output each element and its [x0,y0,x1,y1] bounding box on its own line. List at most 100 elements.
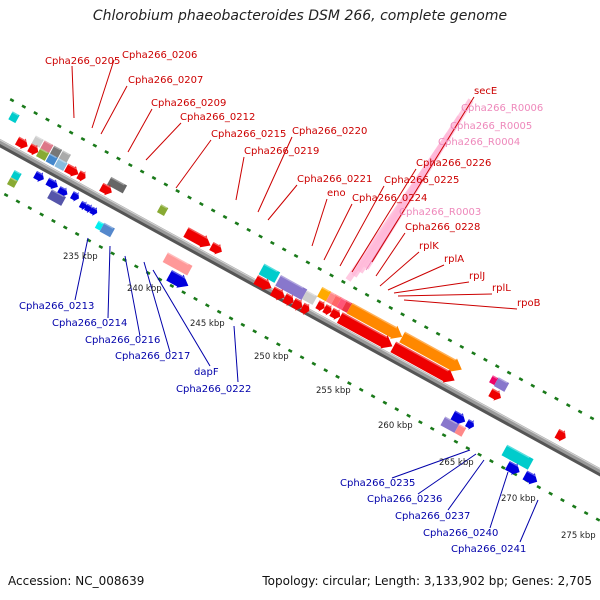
gene-feature [269,286,285,301]
callout-line [257,136,293,213]
gene-label[interactable]: Cpha266_0235 [340,478,415,489]
gene-feature [106,176,128,194]
gene-label[interactable]: Cpha266_0205 [45,56,120,67]
gene-feature [76,170,86,182]
gene-feature [64,163,79,177]
gene-label[interactable]: Cpha266_0240 [423,528,498,539]
tick-mark [506,370,512,375]
gene-feature-highlight [274,286,286,294]
gene-label[interactable]: Cpha266_0219 [244,146,319,157]
callout-line [175,139,212,189]
tick-mark [418,420,423,425]
tick-mark [175,188,181,194]
gene-label[interactable]: rplL [492,283,511,294]
gene-label[interactable]: rplA [444,254,464,265]
gene-label[interactable]: Cpha266_0217 [115,351,190,362]
gene-feature-highlight [53,145,62,151]
gene-feature-highlight [303,302,311,308]
tick-mark [51,218,56,224]
gene-label[interactable]: Cpha266_0212 [180,112,255,123]
gene-feature-highlight [97,220,104,225]
scale-label: 260 kbp [378,421,413,431]
gene-feature-highlight [492,375,498,379]
callout-line [323,203,353,261]
gene-label[interactable]: Cpha266_0226 [416,158,491,169]
tick-mark [269,240,275,246]
tick-mark [447,338,453,343]
callout-line [127,108,153,153]
gene-label[interactable]: Cpha266_0215 [211,129,286,140]
gene-feature-highlight [58,158,67,164]
gene-label[interactable]: secE [474,86,497,97]
gene-feature-highlight [335,294,341,299]
gene-feature-highlight [160,204,168,209]
gene-label[interactable]: Cpha266_R0005 [450,121,532,132]
gene-feature-highlight [81,200,88,205]
gene-feature [69,191,79,202]
tick-mark [347,381,352,386]
gene-feature-highlight [526,470,538,478]
gene-label[interactable]: Cpha266_0228 [405,222,480,233]
gene-label[interactable]: Cpha266_0213 [19,301,94,312]
gene-feature-highlight [506,444,530,459]
gene-feature [253,275,272,290]
gene-label[interactable]: Cpha266_0225 [384,175,459,186]
gene-label[interactable]: Cpha266_R0003 [399,207,481,218]
gene-feature-highlight [306,290,316,297]
gene-feature-highlight [332,307,342,314]
gene-label[interactable]: Cpha266_0241 [451,544,526,555]
tick-mark [376,299,382,304]
tick-mark [583,510,589,516]
tick-mark [500,465,506,470]
gene-feature-highlight [509,460,521,468]
gene-label[interactable]: Cpha266_0209 [151,98,226,109]
callout-line [393,281,470,294]
gene-label[interactable]: rplJ [469,271,485,282]
gene-feature [522,470,538,485]
tick-mark [240,322,246,327]
gene-feature [390,341,455,383]
tick-mark [370,394,376,399]
callout-line [124,255,141,337]
gene-label[interactable]: Cpha266_0221 [297,174,372,185]
gene-label[interactable]: Cpha266_0206 [122,50,197,61]
gene-label[interactable]: eno [327,188,346,199]
tick-mark [530,383,536,388]
gene-label[interactable]: Cpha266_0214 [52,318,127,329]
gene-label[interactable]: Cpha266_0224 [352,193,427,204]
tick-mark [21,104,27,109]
gene-label[interactable]: Cpha266_0237 [395,511,470,522]
tick-mark [193,296,198,301]
tick-mark [305,260,311,265]
tick-mark [264,335,269,340]
genome-summary-text: Topology: circular; Length: 3,133,902 bp… [262,574,592,588]
gene-feature [47,189,66,206]
tick-mark [441,433,447,438]
callout-line [267,184,298,221]
callout-line [74,237,89,301]
gene-label[interactable]: Cpha266_0207 [128,75,203,86]
gene-label[interactable]: dapF [194,367,219,378]
gene-label[interactable]: rplK [419,241,439,252]
gene-label[interactable]: Cpha266_R0004 [438,137,520,148]
gene-feature [331,294,342,308]
gene-label[interactable]: Cpha266_0220 [292,126,367,137]
tick-mark [3,192,9,198]
gene-feature-highlight [286,293,295,299]
gene-feature-highlight [187,227,210,240]
gene-feature-highlight [558,428,567,435]
gene-feature [162,252,193,276]
tick-mark [187,195,192,200]
gene-label[interactable]: Cpha266_0222 [176,384,251,395]
gene-label[interactable]: Cpha266_0216 [85,335,160,346]
gene-label[interactable]: Cpha266_0236 [367,494,442,505]
gene-label[interactable]: rpoB [517,298,541,309]
gene-feature [14,136,28,150]
gene-feature-highlight [458,424,466,429]
gene-feature-highlight [86,203,93,208]
gene-feature [166,270,189,288]
gene-feature [8,111,20,124]
gene-label[interactable]: Cpha266_R0006 [461,103,543,114]
tick-mark [281,247,287,252]
callout-line [387,264,445,291]
